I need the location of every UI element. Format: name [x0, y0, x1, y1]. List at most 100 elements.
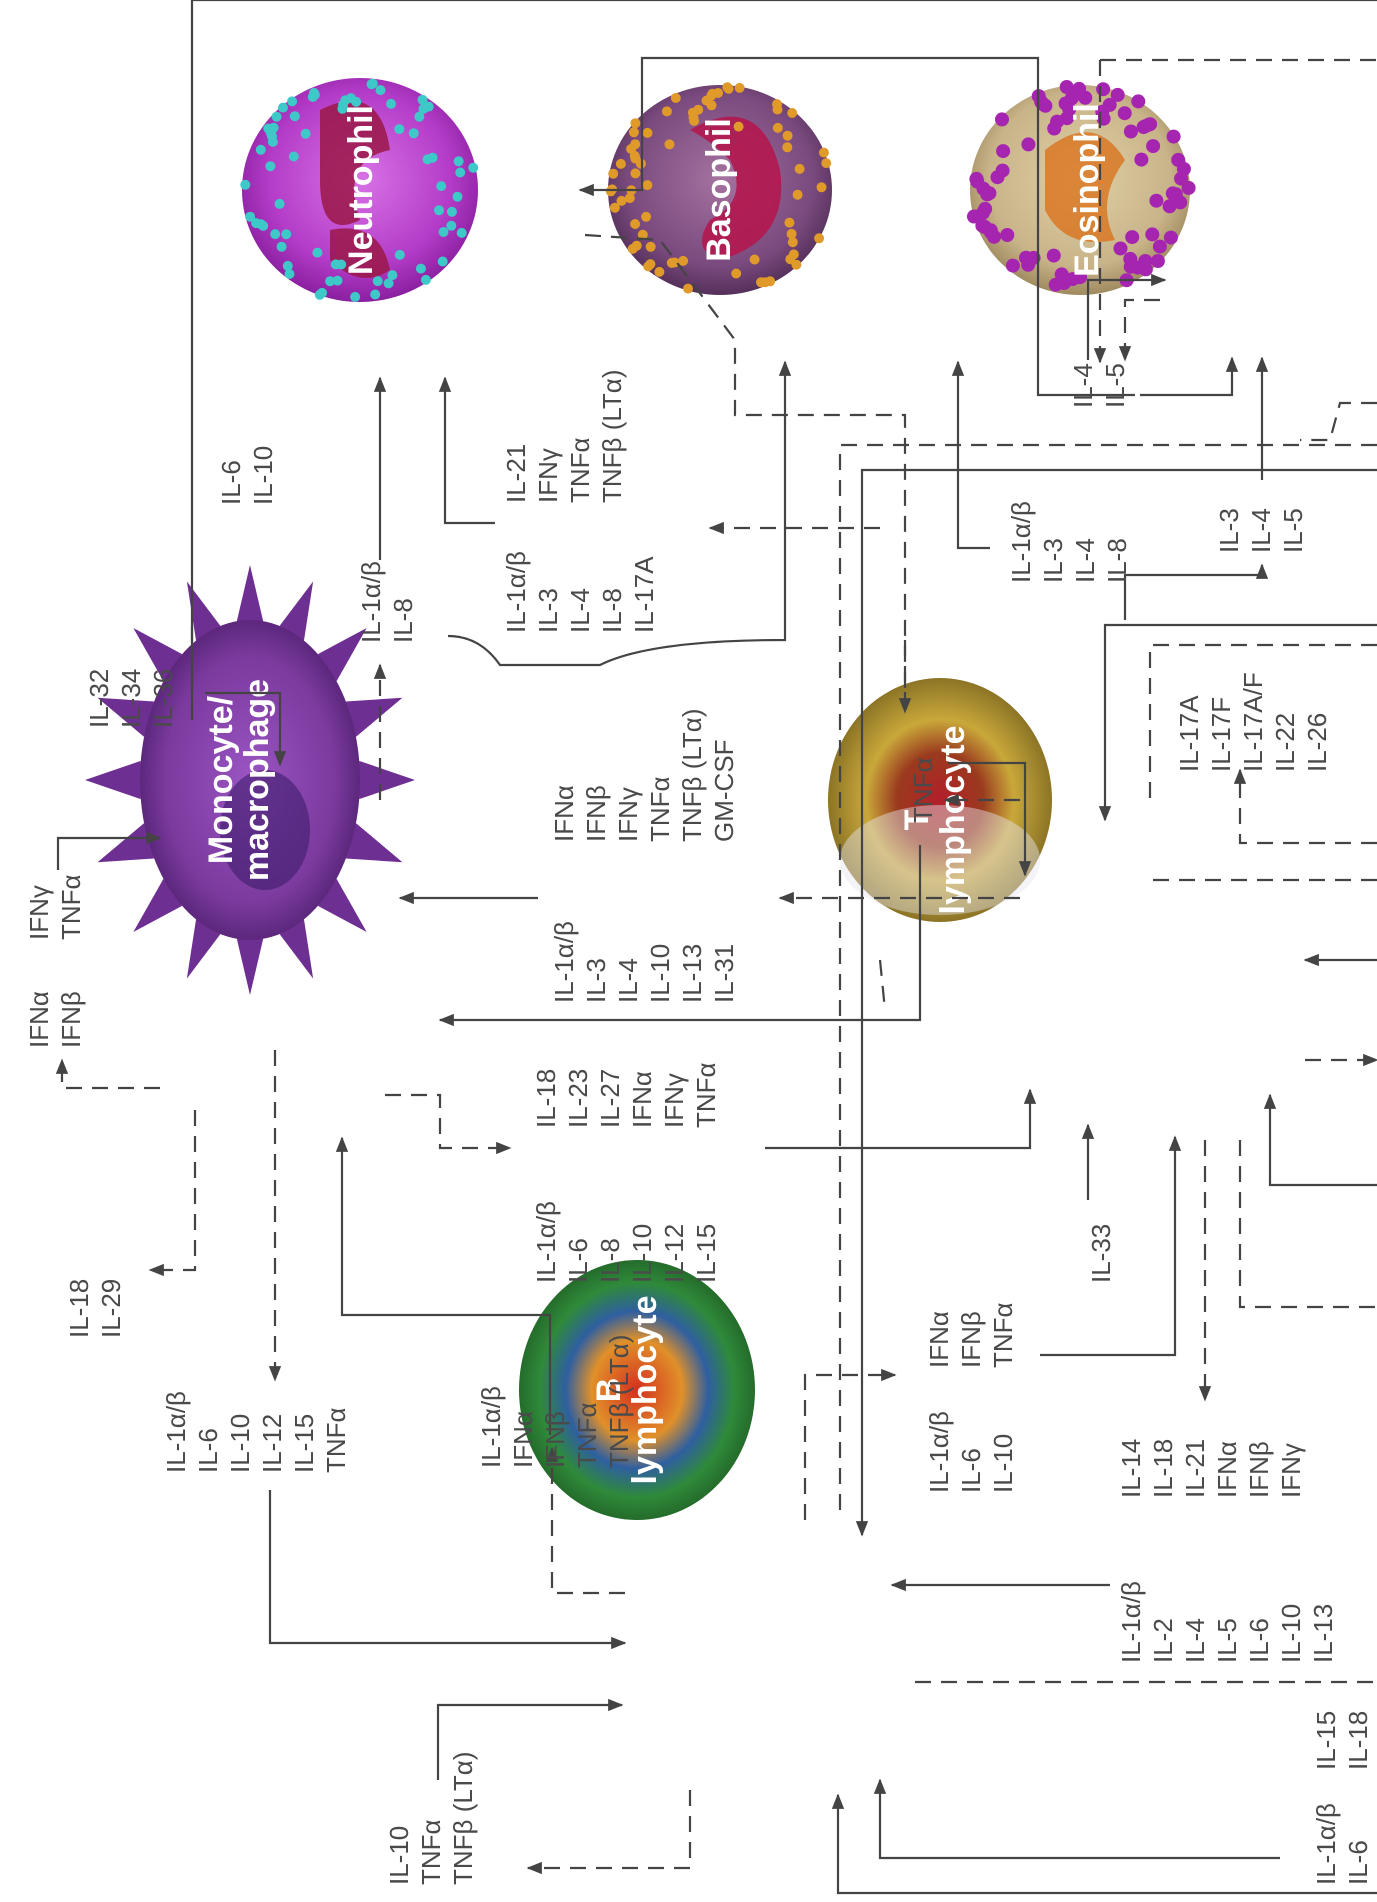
cytokine-label: IL-8	[1102, 538, 1132, 583]
label-il1-il8-neutrophil: IL-1α/βIL-8	[356, 561, 418, 643]
cytokine-label: IFNβ	[540, 1411, 570, 1468]
cytokine-label: IL-23	[563, 1069, 593, 1128]
cytokine-label: IL-1α/β	[1006, 501, 1036, 583]
cytokine-label: IL-10	[988, 1434, 1018, 1493]
cytokine-label: TNFα	[416, 1819, 446, 1885]
monocyte-name-line2: macrophage	[238, 679, 276, 881]
label-ifna-ifnb-monocyte: IFNαIFNβ	[24, 991, 86, 1048]
cytokine-label: IL-31	[709, 944, 739, 1003]
label-il18-il29: IL-18IL-29	[64, 1279, 126, 1338]
basophil-name: Basophil	[700, 118, 738, 262]
cytokine-label: IL-3	[533, 588, 563, 633]
cytokine-label: IFNγ	[613, 787, 643, 842]
cytokine-label: IL-6	[563, 1238, 593, 1283]
cytokine-label: IL-18	[64, 1279, 94, 1338]
cytokine-label: IL-17A	[1174, 695, 1204, 772]
cytokine-label: IL-10	[627, 1224, 657, 1283]
cytokine-label: IFNγ	[533, 448, 563, 503]
cytokine-label: IL-1α/β	[161, 1391, 191, 1473]
cytokine-label: IL-8	[597, 588, 627, 633]
cytokine-label: IL-15	[289, 1414, 319, 1473]
cytokine-label: IL-6	[193, 1428, 223, 1473]
cytokine-label: IL-1α/β	[1116, 1581, 1146, 1663]
cytokine-label: IL-8	[595, 1238, 625, 1283]
cytokine-label: IL-22	[1270, 713, 1300, 772]
cytokine-label: TNFα	[321, 1407, 351, 1473]
cytokine-label: IFNα	[549, 785, 579, 842]
cytokine-label: IFNγ	[659, 1073, 689, 1128]
cytokine-label: TNFβ (LTα)	[448, 1752, 478, 1885]
cytokine-label: IFNα	[24, 991, 54, 1048]
cytokine-label: IFNα	[924, 1311, 954, 1368]
cytokine-label: IL-12	[257, 1414, 287, 1473]
cytokine-label: IL-6	[216, 460, 246, 505]
cytokine-label: IL-27	[595, 1069, 625, 1128]
cytokine-label: IL-8	[388, 598, 418, 643]
cytokine-label: IL-1α/β	[476, 1386, 506, 1468]
t-lymphocyte-name-line2: lymphocyte	[934, 726, 972, 915]
cytokine-label: IFNα	[508, 1411, 538, 1468]
cytokine-label: TNFβ (LTα)	[597, 370, 627, 503]
cytokine-label: IL-4	[1246, 508, 1276, 553]
cytokine-label: TNFα	[691, 1062, 721, 1128]
cytokine-label: IL-1α/β	[1311, 1803, 1341, 1885]
cytokine-label: IL-4	[613, 958, 643, 1003]
label-tnfa-t-cell: TNFα	[908, 757, 938, 823]
label-il1-il6-il10-il12-il15-tnfa: IL-1α/βIL-6IL-10IL-12IL-15TNFα	[161, 1391, 351, 1473]
cytokine-label: IL-17A	[629, 556, 659, 633]
cytokine-label: IL-2	[1148, 1618, 1178, 1663]
cytokine-label: IL-13	[677, 944, 707, 1003]
cytokine-label: IL-6	[1244, 1618, 1274, 1663]
cytokine-label: IL-1α/β	[501, 551, 531, 633]
cytokine-label: IL-5	[1212, 1618, 1242, 1663]
cytokine-label: IL-14	[1116, 1439, 1146, 1498]
cytokine-label: IL-5	[1100, 363, 1130, 408]
cytokine-label: IL-4	[1068, 363, 1098, 408]
cytokine-label: IL-17F	[1206, 697, 1236, 772]
cytokine-label: IL-4	[565, 588, 595, 633]
cytokine-label: IFNα	[1212, 1441, 1242, 1498]
cytokine-label: IL-34	[116, 669, 146, 728]
label-il33: IL-33	[1086, 1224, 1116, 1283]
cytokine-label: IL-6	[1343, 1840, 1373, 1885]
cytokine-label: IL-10	[225, 1414, 255, 1473]
cytokine-label: IL-12	[659, 1224, 689, 1283]
cytokine-label: IL-1α/β	[924, 1411, 954, 1493]
cytokine-label: IL-18	[1343, 1711, 1373, 1770]
label-ifn-tnf-gmcsf: IFNαIFNβIFNγTNFαTNFβ (LTα)GM-CSF	[549, 709, 739, 842]
cytokine-label: IL-13	[1308, 1604, 1338, 1663]
cytokine-label: IL-17A/F	[1238, 672, 1268, 772]
cytokine-label: IL-33	[1086, 1224, 1116, 1283]
neutrophil-name: Neutrophil	[342, 105, 380, 275]
cytokine-label: IL-32	[84, 669, 114, 728]
cytokine-label: IFNγ	[24, 885, 54, 940]
cytokine-label: IL-3	[581, 958, 611, 1003]
cytokine-label: IL-6	[956, 1448, 986, 1493]
cytokine-label: IL-10	[1276, 1604, 1306, 1663]
cytokine-label: IL-10	[384, 1826, 414, 1885]
cytokine-label: IL-4	[1180, 1618, 1210, 1663]
cytokine-label: IL-1α/β	[549, 921, 579, 1003]
cytokine-label: IL-29	[96, 1279, 126, 1338]
cytokine-label: TNFα	[572, 1402, 602, 1468]
cytokine-label: TNFα	[988, 1302, 1018, 1368]
cytokine-label: IFNβ	[581, 785, 611, 842]
cytokine-label: IL-15	[691, 1224, 721, 1283]
cytokine-label: IFNβ	[56, 991, 86, 1048]
label-il32-il34-il36: IL-32IL-34IL-36	[84, 669, 178, 728]
cytokine-label: IFNβ	[1244, 1441, 1274, 1498]
